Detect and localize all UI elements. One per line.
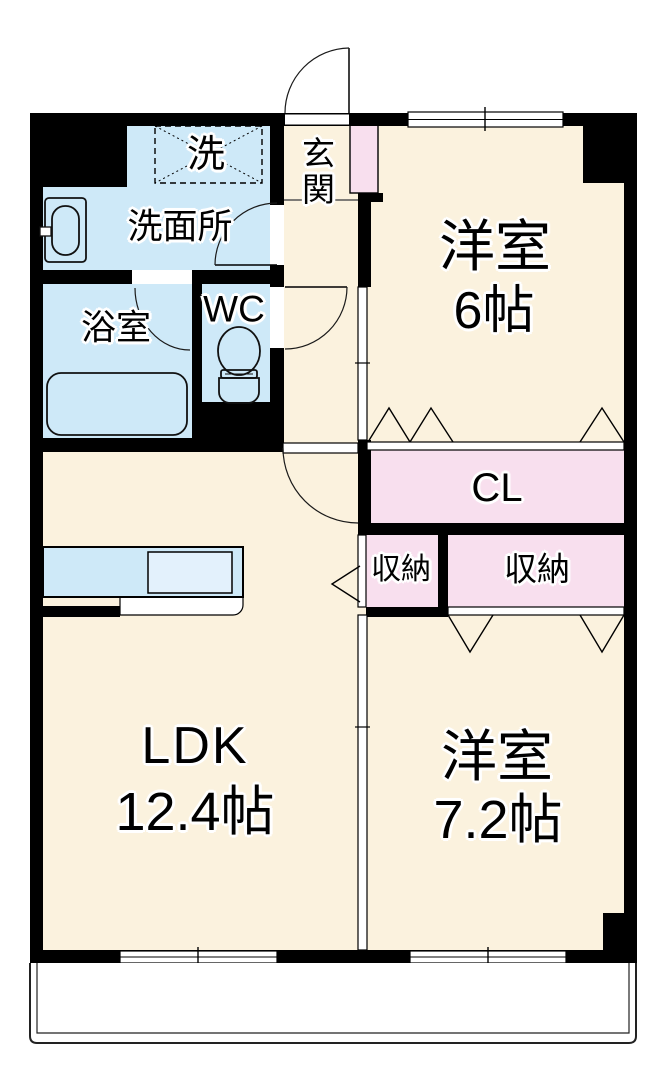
pillar-top-left bbox=[30, 113, 127, 187]
label-bedroom1-name: 洋室 bbox=[439, 215, 551, 278]
kitchen-sink bbox=[147, 551, 233, 594]
door-openings bbox=[132, 113, 349, 348]
bathroom-door bbox=[134, 287, 191, 351]
label-bathroom: 浴室 bbox=[80, 308, 152, 348]
storage-left-area bbox=[366, 535, 438, 607]
label-laundry: 洗 bbox=[186, 134, 226, 176]
label-washroom: 洗面所 bbox=[127, 207, 233, 247]
closet-cl-area bbox=[367, 450, 624, 523]
entrance-door bbox=[284, 47, 350, 114]
bathtub-icon bbox=[46, 372, 188, 436]
doors bbox=[134, 47, 359, 524]
label-bedroom2-name: 洋室 bbox=[441, 725, 553, 788]
bathroom-floor bbox=[43, 284, 192, 438]
wc-door bbox=[284, 286, 348, 350]
partition-ldk-bedroom2 bbox=[357, 614, 368, 951]
laundry-space bbox=[154, 125, 263, 184]
pillar-bottom-right bbox=[603, 913, 637, 963]
pillar-top-right bbox=[583, 113, 624, 183]
label-bedroom1-size: 6帖 bbox=[453, 282, 535, 340]
windows bbox=[119, 107, 567, 967]
label-wc: WC bbox=[203, 288, 265, 330]
walls bbox=[30, 113, 637, 963]
label-storage-right: 収納 bbox=[504, 550, 570, 588]
kitchen-half-wall bbox=[43, 606, 120, 617]
label-storage-left: 収納 bbox=[371, 553, 431, 586]
sliding-partitions bbox=[355, 286, 370, 951]
label-ldk-name: LDK bbox=[141, 717, 249, 775]
shoe-cabinet bbox=[349, 122, 379, 194]
window-bedroom1-top bbox=[407, 107, 564, 131]
ldk-door bbox=[282, 442, 359, 524]
closet-door-tracks bbox=[357, 441, 625, 616]
label-closet-cl: CL bbox=[471, 466, 523, 510]
vanity-sink-icon bbox=[39, 197, 87, 263]
label-ldk-size: 12.4帖 bbox=[115, 782, 275, 842]
storage-right-area bbox=[448, 535, 624, 607]
balcony bbox=[29, 963, 637, 1044]
label-bedroom2-size: 7.2帖 bbox=[433, 790, 563, 850]
toilet-icon bbox=[217, 326, 261, 404]
washroom-door bbox=[214, 202, 278, 266]
label-entrance: 玄関 bbox=[297, 136, 335, 208]
folding-door-marks bbox=[330, 406, 625, 654]
kitchen-counter-base bbox=[119, 596, 244, 616]
